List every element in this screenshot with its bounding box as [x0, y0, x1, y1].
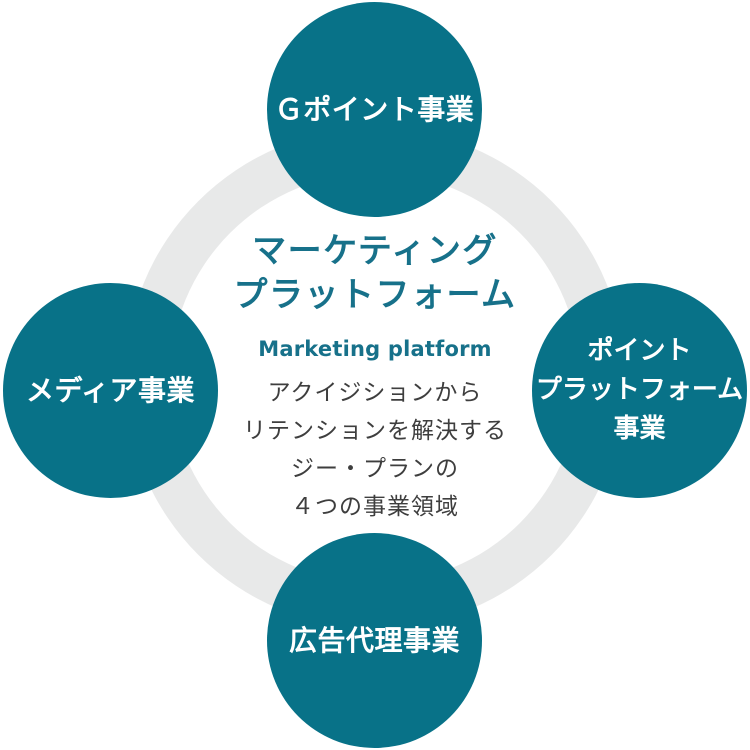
business-label-ad-agency: 広告代理事業 [288, 624, 460, 657]
business-circle-media: メディア事業 [3, 283, 218, 498]
business-label-media: メディア事業 [25, 374, 196, 407]
diagram-title: マーケティング プラットフォーム [233, 231, 517, 315]
business-circle-point-platform: ポイント プラットフォーム 事業 [532, 283, 747, 498]
business-circle-ad-agency: 広告代理事業 [267, 533, 482, 748]
business-label-gpoint: Ｇポイント事業 [274, 93, 475, 126]
diagram-description: アクイジションから リテンションを解決する ジー・プランの ４つの事業領域 [243, 380, 507, 520]
business-circle-gpoint: Ｇポイント事業 [267, 2, 482, 217]
business-label-point-platform: ポイント プラットフォーム 事業 [535, 336, 744, 444]
center-content: マーケティング プラットフォーム Marketing platform アクイジ… [0, 229, 750, 526]
diagram-subtitle-en: Marketing platform [258, 337, 492, 361]
center-circle [170, 173, 580, 583]
